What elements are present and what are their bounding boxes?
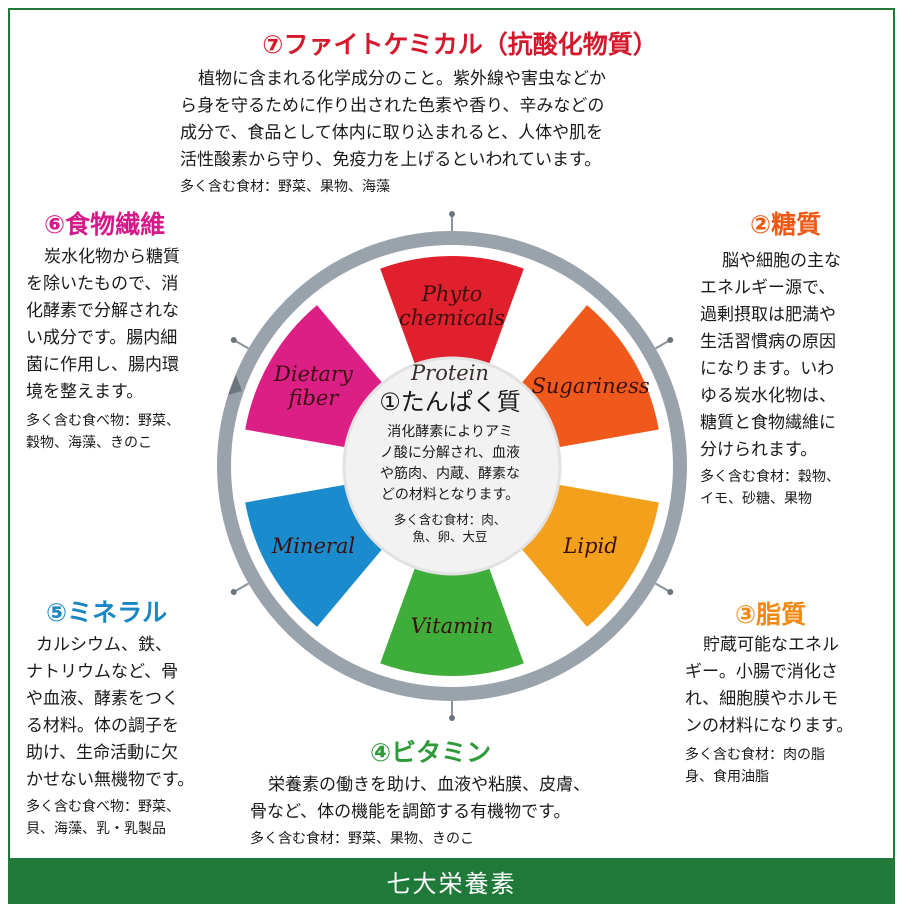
connector-lines <box>230 211 674 721</box>
lipid-foods: 多く含む食材：肉の脂 身、食用油脂 <box>685 747 825 785</box>
connector-dot <box>667 589 674 595</box>
connector-dot <box>230 589 237 595</box>
segment-label-vitamin: Vitamin <box>411 614 494 638</box>
wheel-segments <box>245 256 659 676</box>
segment-lipid <box>518 484 659 627</box>
center-disc <box>342 356 562 576</box>
protein-foods: 多く含む食材：肉、 魚、卵、大豆 <box>393 512 507 544</box>
segment-phyto-chemicals <box>380 256 524 369</box>
vitamin-description: 栄養素の働きを助け、血液や粘膜、皮膚、 骨など、体の機能を調節する有機物です。 <box>250 775 591 822</box>
mineral-description: カルシウム、鉄、 ナトリウムなど、骨 や血液、酵素をつく る材料。体の調子を 助… <box>26 635 195 790</box>
diagram-frame <box>8 8 895 858</box>
ring-arrow-icon <box>228 375 242 395</box>
mineral-foods: 多く含む食べ物：野菜、 貝、海藻、乳・乳製品 <box>26 799 180 837</box>
segment-mineral <box>245 484 386 627</box>
center-protein: Protein ①たんぱく質 消化酵素によりアミ ノ酸に分解され、血液 や筋肉、… <box>345 360 555 545</box>
phyto-description: 植物に含まれる化学成分のこと。紫外線や害虫などか ら身を守るために作り出された色… <box>180 69 606 170</box>
segment-dietary-fiber <box>245 305 386 448</box>
section-dietary-fiber: ⑥食物繊維 炭水化物から糖質 を除いたもので、消 化酵素で分解されな い成分です… <box>26 210 226 454</box>
vitamin-foods: 多く含む食材：野菜、果物、きのこ <box>250 831 474 847</box>
sugar-title: ②糖質 <box>750 210 822 239</box>
vitamin-title: ④ビタミン <box>370 738 492 767</box>
fiber-description: 炭水化物から糖質 を除いたもので、消 化酵素で分解されな い成分です。腸内細 菌… <box>26 247 180 402</box>
sugar-foods: 多く含む食材：穀物、 イモ、砂糖、果物 <box>700 469 840 507</box>
mineral-title: ⑤ミネラル <box>46 598 168 627</box>
sugar-description: 脳や細胞の主な エネルギー源で、 過剰摂取は肥満や 生活習慣病の原因 になります… <box>700 251 841 460</box>
segment-label-mineral: Mineral <box>271 534 355 558</box>
phyto-foods: 多く含む食材：野菜、果物、海藻 <box>180 179 390 195</box>
section-phytochemicals: ⑦ファイトケミカル（抗酸化物質） 植物に含まれる化学成分のこと。紫外線や害虫など… <box>180 30 740 198</box>
connector-dot <box>449 715 455 721</box>
connector-dot <box>667 337 674 343</box>
section-mineral: ⑤ミネラル カルシウム、鉄、 ナトリウムなど、骨 や血液、酵素をつく る材料。体… <box>26 598 226 840</box>
section-vitamin: ④ビタミン 栄養素の働きを助け、血液や粘膜、皮膚、 骨など、体の機能を調節する有… <box>250 738 670 850</box>
segment-label-lipid: Lipid <box>562 534 617 558</box>
protein-title: ①たんぱく質 <box>379 388 521 416</box>
lipid-description: 貯蔵可能なエネル ギー。小腸で消化さ れ、細胞膜やホルモ ンの材料になります。 <box>685 635 854 736</box>
protein-description: 消化酵素によりアミ ノ酸に分解され、血液 や筋肉、内蔵、酵素な どの材料となりま… <box>379 424 521 503</box>
segment-vitamin <box>380 563 524 676</box>
fiber-foods: 多く含む食べ物：野菜、 穀物、海藻、きのこ <box>26 413 180 451</box>
fiber-title: ⑥食物繊維 <box>44 210 166 239</box>
lipid-title: ③脂質 <box>735 600 807 629</box>
phyto-title: ⑦ファイトケミカル（抗酸化物質） <box>262 30 658 59</box>
footer-title: 七大栄養素 <box>8 858 895 904</box>
segment-sugariness <box>518 305 659 448</box>
connector-dot <box>230 337 237 343</box>
protein-en-label: Protein <box>411 361 489 385</box>
section-sugar: ②糖質 脳や細胞の主な エネルギー源で、 過剰摂取は肥満や 生活習慣病の原因 に… <box>700 210 885 510</box>
connector-dot <box>449 211 455 217</box>
segment-label-sugariness: Sugariness <box>531 374 649 398</box>
section-lipid: ③脂質 貯蔵可能なエネル ギー。小腸で消化さ れ、細胞膜やホルモ ンの材料になり… <box>685 600 885 788</box>
